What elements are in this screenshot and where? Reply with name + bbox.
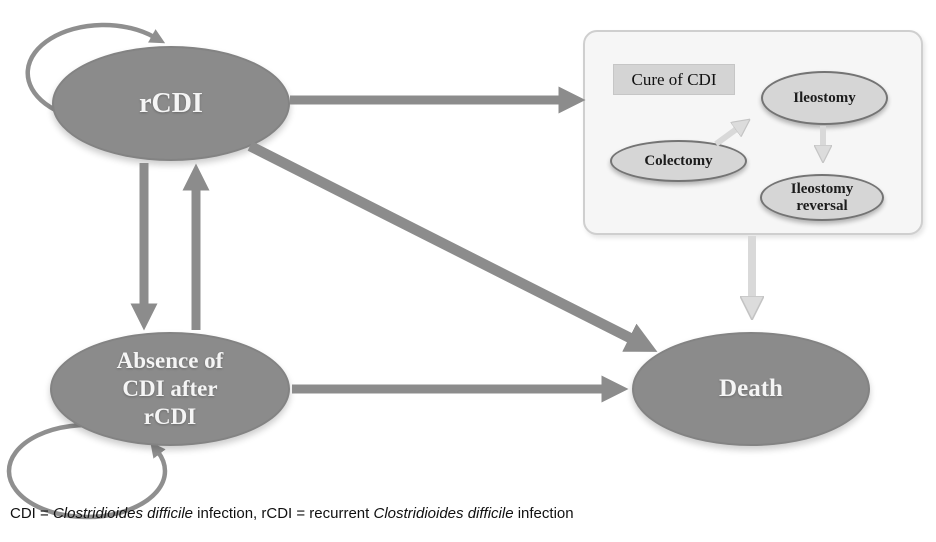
node-absence-of-cdi: Absence of CDI after rCDI [50,332,290,446]
absence-line3: rCDI [143,404,197,430]
node-ileostomy: Ileostomy [761,71,888,125]
footnote-seg-2-italic: Clostridioides difficile [52,505,193,522]
node-ileostomy-reversal: Ileostomy reversal [760,174,884,221]
cure-of-cdi-label: Cure of CDI [613,64,735,95]
footnote-seg-4-italic: Clostridioides difficile [373,505,514,522]
ileostomy-reversal-line1: Ileostomy [790,181,854,197]
node-death: Death [632,332,870,446]
node-rcdi: rCDI [52,46,290,161]
footnote-seg-5: infection [513,505,574,522]
footnote-seg-1: CDI = [10,505,53,522]
node-colectomy: Colectomy [610,140,747,182]
rcdi-label: rCDI [139,87,203,119]
death-label: Death [719,375,783,402]
footnote: CDI = Clostridioides difficile infection… [10,505,910,522]
ileostomy-reversal-line2: reversal [796,197,848,214]
cure-of-cdi-group-box: Cure of CDI Colectomy Ileostomy Ileostom… [583,30,923,235]
absence-line1: Absence of [116,347,224,373]
footnote-seg-3: infection, rCDI = recurrent [193,505,374,522]
colectomy-label: Colectomy [644,152,713,169]
ileostomy-label: Ileostomy [793,89,856,106]
arrow-rcdi-to-death [247,141,658,352]
absence-line2: CDI after [122,375,218,401]
